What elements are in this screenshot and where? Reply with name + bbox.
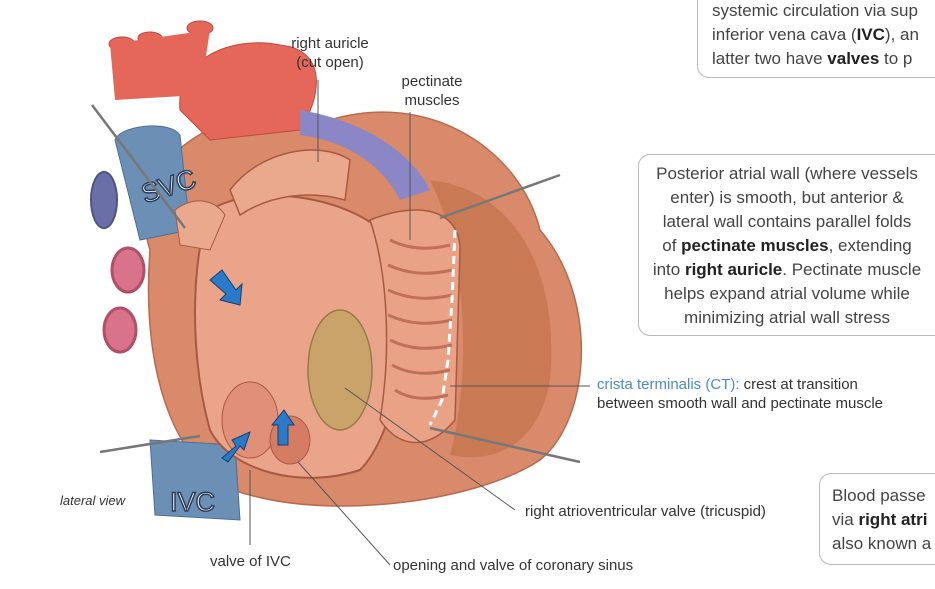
box-mid-line3: lateral wall contains parallel folds [662, 212, 912, 231]
label-valve-ivc: valve of IVC [210, 553, 291, 570]
valve-of-ivc-shape [221, 381, 279, 459]
pulmonary-region [300, 110, 430, 200]
box-mid-line4: of pectinate muscles, extending [662, 236, 912, 255]
pulmonary-vein-2 [110, 246, 146, 294]
auricle-flap [229, 149, 351, 217]
box-mid-line7: minimizing atrial wall stress [684, 308, 890, 327]
crista-term: crista terminalis (CT): [597, 376, 740, 393]
label-pectinate-line2: muscles [404, 92, 460, 109]
label-coronary-sinus: opening and valve of coronary sinus [393, 557, 634, 574]
aortic-branches [110, 30, 210, 100]
svc-flap [174, 200, 226, 251]
info-box-middle: Posterior atrial wall (where vessels ent… [638, 154, 935, 336]
ivc-vessel [149, 439, 241, 521]
info-box-bottom: Blood passe via right atri also known a [819, 473, 935, 565]
label-crista-terminalis: crista terminalis (CT): crest at transit… [597, 375, 883, 413]
crista-terminalis-line [428, 229, 457, 426]
box-bot-line1: Blood passe [832, 486, 926, 505]
label-right-auricle-line2: (cut open) [296, 54, 364, 71]
box-top-line3: latter two have valves to p [712, 49, 913, 68]
ivc-text: IVC [170, 487, 215, 517]
flow-arrow-1 [209, 269, 243, 306]
box-top-line2: inferior vena cava (IVC), an [712, 25, 919, 44]
box-mid-line5: into right auricle. Pectinate muscle [652, 260, 922, 279]
flow-arrow-3 [270, 409, 295, 446]
box-mid-line6: helps expand atrial volume while [664, 284, 910, 303]
label-right-auricle: right auricle (cut open) [280, 34, 380, 72]
box-top-line1: systemic circulation via sup [712, 1, 918, 20]
pulmonary-vein-1 [90, 171, 118, 229]
pulmonary-vein-3 [102, 306, 138, 354]
probe-2 [439, 173, 561, 220]
probe-3 [429, 426, 581, 464]
box-bot-line2: via right atri [832, 510, 928, 529]
pectinate-ridges [387, 238, 453, 400]
tricuspid-opening [307, 309, 373, 431]
probe-1 [91, 104, 186, 229]
flow-arrow-2 [221, 431, 251, 463]
info-box-top: systemic circulation via sup inferior ve… [697, 0, 935, 78]
pointer-tricuspid [344, 387, 516, 511]
label-right-auricle-line1: right auricle [291, 35, 369, 52]
crista-desc-1: crest at transition [739, 376, 858, 393]
label-lateral-view: lateral view [60, 493, 126, 508]
crista-desc-2: between smooth wall and pectinate muscle [597, 395, 883, 412]
label-pectinate-line1: pectinate [401, 73, 463, 90]
box-mid-line2: enter) is smooth, but anterior & [670, 188, 904, 207]
box-bot-line3: also known a [832, 534, 932, 553]
box-mid-line1: Posterior atrial wall (where vessels [656, 164, 918, 183]
label-pectinate: pectinate muscles [384, 72, 480, 110]
label-tricuspid: right atrioventricular valve (tricuspid) [525, 503, 766, 520]
pointer-coronary [297, 461, 391, 566]
probe-4 [99, 434, 201, 454]
